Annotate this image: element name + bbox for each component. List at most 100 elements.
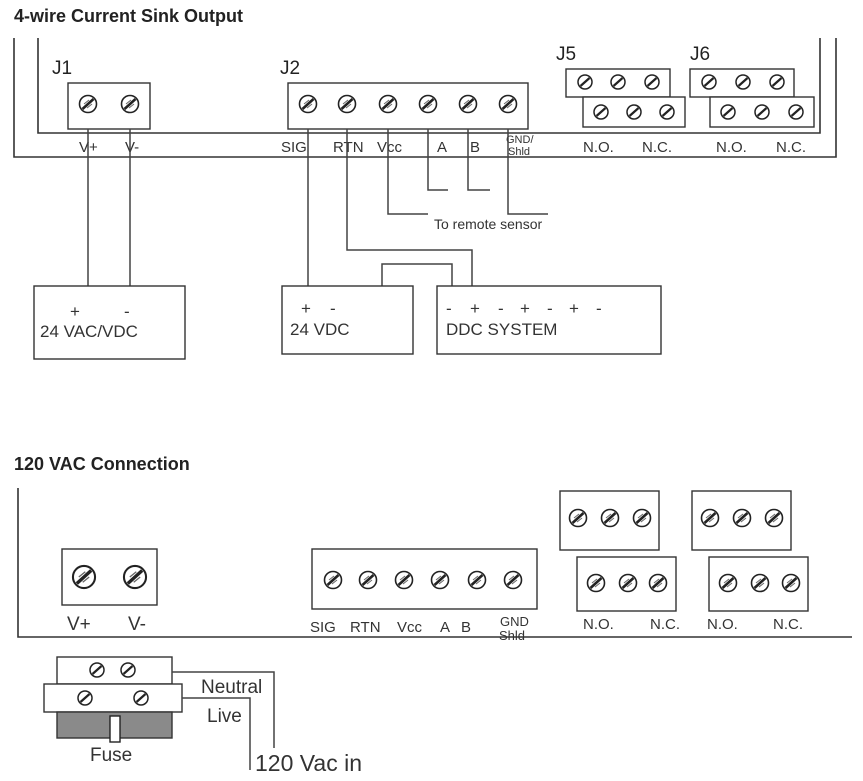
screw-icon[interactable] bbox=[78, 94, 98, 114]
pin-label-shld: Shld bbox=[508, 146, 530, 158]
pin-label-rtn-2: RTN bbox=[350, 619, 381, 636]
j5-label: J5 bbox=[556, 44, 576, 65]
screw-icon[interactable] bbox=[323, 570, 343, 590]
pin-label-sig-2: SIG bbox=[310, 619, 336, 636]
screw-icon[interactable] bbox=[718, 573, 738, 593]
remote-sensor-note: To remote sensor bbox=[434, 216, 542, 232]
screw-icon[interactable] bbox=[609, 73, 627, 91]
section2-title: 120 VAC Connection bbox=[14, 454, 190, 474]
screw-icon[interactable] bbox=[394, 570, 414, 590]
controller-frame-2 bbox=[17, 488, 852, 638]
screw-icon[interactable] bbox=[734, 73, 752, 91]
relay-block-right bbox=[691, 490, 809, 612]
live-label: Live bbox=[207, 706, 242, 727]
j5-terminal-block bbox=[565, 68, 686, 128]
screw-icon[interactable] bbox=[122, 564, 148, 590]
pin-label-gnd-2: GND bbox=[500, 614, 529, 629]
vac-input-label: 120 Vac in bbox=[255, 750, 362, 776]
screw-icon[interactable] bbox=[787, 103, 805, 121]
screw-icon[interactable] bbox=[625, 103, 643, 121]
screw-icon[interactable] bbox=[764, 508, 784, 528]
screw-icon[interactable] bbox=[648, 573, 668, 593]
pin-label-j5-no: N.O. bbox=[583, 139, 614, 156]
pin-label-nc-2a: N.C. bbox=[650, 616, 680, 633]
box2-minus: - bbox=[330, 299, 336, 318]
screw-icon[interactable] bbox=[781, 573, 801, 593]
box1-label: 24 VAC/VDC bbox=[40, 322, 138, 341]
screw-icon[interactable] bbox=[467, 570, 487, 590]
pin-label-vminus: V- bbox=[125, 139, 139, 156]
screw-icon[interactable] bbox=[88, 661, 106, 679]
ddc-system-box: - + - + - + - DDC SYSTEM bbox=[436, 285, 662, 355]
screw-icon[interactable] bbox=[498, 94, 518, 114]
j6-terminal-block bbox=[689, 68, 815, 128]
mains-terminal-block bbox=[43, 656, 183, 743]
box1-plus: + bbox=[70, 302, 80, 321]
screw-icon[interactable] bbox=[503, 570, 523, 590]
screw-icon[interactable] bbox=[119, 661, 137, 679]
screw-icon[interactable] bbox=[418, 94, 438, 114]
fuse-label: Fuse bbox=[90, 745, 132, 766]
screw-icon[interactable] bbox=[753, 103, 771, 121]
screw-icon[interactable] bbox=[632, 508, 652, 528]
screw-icon[interactable] bbox=[700, 508, 720, 528]
screw-icon[interactable] bbox=[430, 570, 450, 590]
screw-icon[interactable] bbox=[378, 94, 398, 114]
pin-label-gnd: GND/ bbox=[506, 134, 534, 146]
screw-icon[interactable] bbox=[658, 103, 676, 121]
pin-label-vcc: Vcc bbox=[377, 139, 403, 156]
pin-label-j5-nc: N.C. bbox=[642, 139, 672, 156]
box2-plus: + bbox=[301, 299, 311, 318]
screw-icon[interactable] bbox=[132, 689, 150, 707]
screw-icon[interactable] bbox=[586, 573, 606, 593]
screw-icon[interactable] bbox=[458, 94, 478, 114]
screw-icon[interactable] bbox=[337, 94, 357, 114]
pin-label-j6-nc: N.C. bbox=[776, 139, 806, 156]
screw-icon[interactable] bbox=[732, 508, 752, 528]
pin-label-b-2: B bbox=[461, 619, 471, 636]
j2-label: J2 bbox=[280, 58, 300, 79]
supply-box-24vdc: + - 24 VDC bbox=[281, 285, 414, 355]
screw-icon[interactable] bbox=[750, 573, 770, 593]
j1-terminal-block bbox=[67, 82, 151, 130]
neutral-label: Neutral bbox=[201, 677, 262, 698]
pin-label-shld-2: Shld bbox=[499, 628, 525, 643]
screw-icon[interactable] bbox=[592, 103, 610, 121]
ddc-pol-2: + bbox=[470, 299, 480, 318]
j6-label: J6 bbox=[690, 44, 710, 65]
controller-frame-1 bbox=[13, 38, 837, 158]
ddc-label: DDC SYSTEM bbox=[446, 320, 557, 339]
ddc-pol-1: - bbox=[446, 299, 452, 318]
box1-minus: - bbox=[124, 302, 130, 321]
pin-label-vcc-2: Vcc bbox=[397, 619, 423, 636]
pin-label-j6-no: N.O. bbox=[716, 139, 747, 156]
screw-icon[interactable] bbox=[568, 508, 588, 528]
pin-label-a-2: A bbox=[440, 619, 450, 636]
screw-icon[interactable] bbox=[618, 573, 638, 593]
screw-icon[interactable] bbox=[768, 73, 786, 91]
pin-label-sig: SIG bbox=[281, 139, 307, 156]
fuse-icon[interactable] bbox=[109, 715, 121, 743]
screw-icon[interactable] bbox=[600, 508, 620, 528]
pin-label-vplus-2: V+ bbox=[67, 614, 91, 635]
ddc-pol-4: + bbox=[520, 299, 530, 318]
screw-icon[interactable] bbox=[71, 564, 97, 590]
j1-label: J1 bbox=[52, 58, 72, 79]
screw-icon[interactable] bbox=[298, 94, 318, 114]
mains-wires bbox=[172, 671, 275, 770]
j2-terminal-block-2 bbox=[311, 548, 538, 610]
screw-icon[interactable] bbox=[719, 103, 737, 121]
ddc-pol-3: - bbox=[498, 299, 504, 318]
supply-box-24vac: + - 24 VAC/VDC bbox=[33, 285, 186, 360]
screw-icon[interactable] bbox=[643, 73, 661, 91]
screw-icon[interactable] bbox=[358, 570, 378, 590]
pin-label-rtn: RTN bbox=[333, 139, 364, 156]
screw-icon[interactable] bbox=[576, 73, 594, 91]
screw-icon[interactable] bbox=[76, 689, 94, 707]
relay-block-left bbox=[559, 490, 677, 612]
section1-title: 4-wire Current Sink Output bbox=[14, 6, 243, 26]
ddc-pol-5: - bbox=[547, 299, 553, 318]
screw-icon[interactable] bbox=[700, 73, 718, 91]
screw-icon[interactable] bbox=[120, 94, 140, 114]
